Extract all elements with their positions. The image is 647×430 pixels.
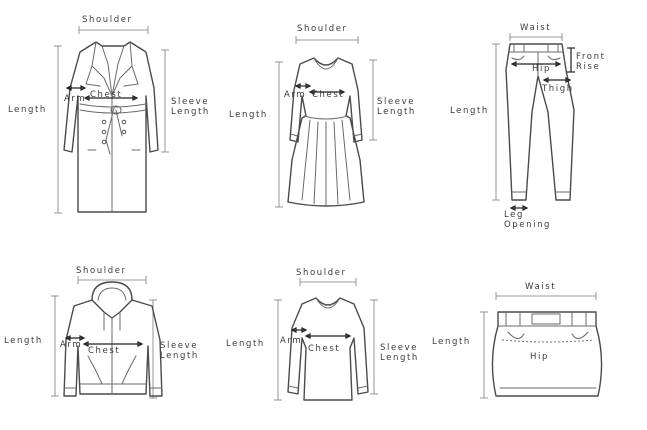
pants-thigh-label: Thigh [542,84,574,94]
tshirt-length-label: Length [226,339,265,349]
skirt-illustration [480,292,603,399]
skirt-hip-label: Hip [530,352,549,362]
dress-length-label: Length [229,110,268,120]
pants-front-rise-line1: Front [576,52,606,62]
skirt-waist-label: Waist [525,282,557,292]
hoodie-sleeve-label-line2: Length [160,351,199,361]
dress-sleeve-length-label: Sleeve Length [377,97,416,117]
dress-illustration [275,36,377,208]
pants-illustration [492,33,575,211]
pants-hip-label: Hip [532,64,551,74]
tshirt-illustration [274,278,378,401]
pants-waist-label: Waist [520,23,552,33]
coat-shoulder-label: Shoulder [82,15,133,25]
coat-sleeve-length-label: Sleeve Length [171,97,210,117]
hoodie-shoulder-label: Shoulder [76,266,127,276]
pants-length-label: Length [450,106,489,116]
coat-sleeve-label-line2: Length [171,107,210,117]
pants-front-rise-label: Front Rise [576,52,606,72]
tshirt-arm-label: Arm [280,336,303,346]
pants-leg-opening-line2: Opening [504,220,552,230]
skirt-length-label: Length [432,337,471,347]
coat-chest-label: Chest [90,90,123,100]
coat-length-label: Length [8,105,47,115]
pants-front-rise-line2: Rise [576,62,601,72]
dress-sleeve-label-line1: Sleeve [377,97,416,107]
dress-chest-label: Chest [312,90,345,100]
tshirt-sleeve-label-line2: Length [380,353,419,363]
hoodie-sleeve-label-line1: Sleeve [160,341,199,351]
pants-leg-opening-label: Leg Opening [504,210,551,230]
tshirt-shoulder-label: Shoulder [296,268,347,278]
hoodie-chest-label: Chest [88,346,121,356]
hoodie-arm-label: Arm [60,340,83,350]
dress-sleeve-label-line2: Length [377,107,416,117]
dress-arm-label: Arm [284,90,307,100]
hoodie-sleeve-length-label: Sleeve Length [160,341,199,361]
coat-illustration [54,26,169,214]
hoodie-length-label: Length [4,336,43,346]
tshirt-sleeve-label-line1: Sleeve [380,343,419,353]
coat-arm-label: Arm [64,94,87,104]
pants-leg-opening-line1: Leg [504,210,525,220]
tshirt-chest-label: Chest [308,344,341,354]
hoodie-illustration [51,276,163,399]
coat-sleeve-label-line1: Sleeve [171,97,210,107]
dress-shoulder-label: Shoulder [297,24,348,34]
tshirt-sleeve-length-label: Sleeve Length [380,343,419,363]
